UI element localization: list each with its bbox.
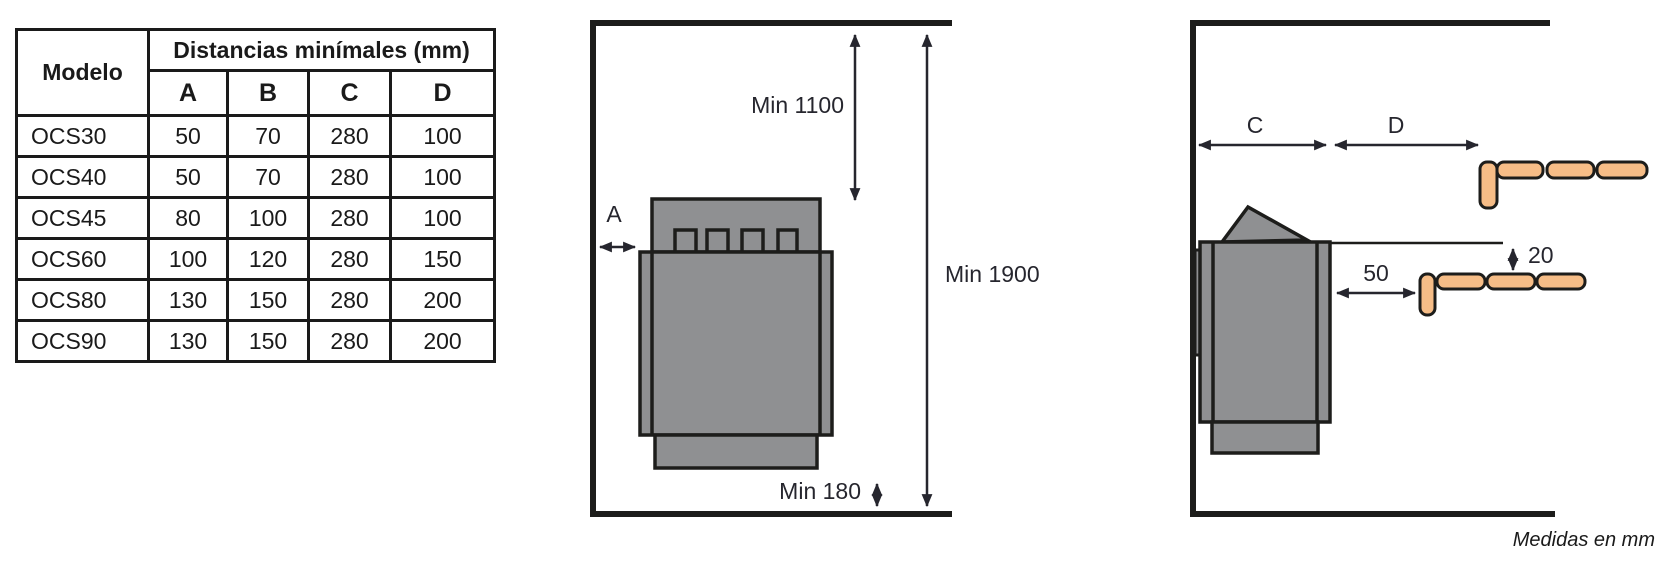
bench-distance-label: D: [1388, 112, 1405, 138]
cell-c: 280: [307, 114, 392, 158]
upper-bench-slat: [1545, 160, 1596, 180]
cell-model: OCS40: [15, 155, 150, 199]
heater-knob: [673, 228, 698, 254]
heater-rocks: [1218, 204, 1314, 244]
cell-b: 70: [226, 155, 310, 199]
heater-knob: [740, 228, 765, 254]
front-view-diagram: Min 1100 Min 1900 Min 180 A: [590, 20, 1040, 517]
cell-a: 130: [147, 278, 229, 322]
cell-c: 280: [307, 319, 392, 363]
cell-b: 100: [226, 196, 310, 240]
units-note: Medidas en mm: [1512, 529, 1655, 551]
cell-a: 50: [147, 114, 229, 158]
floor-line: [590, 511, 952, 517]
cell-model: OCS30: [15, 114, 150, 158]
cell-c: 280: [307, 196, 392, 240]
side-view-diagram: C D 20 50: [1190, 20, 1649, 517]
cell-d: 200: [389, 319, 496, 363]
upper-bench-slat: [1595, 160, 1649, 180]
cell-model: OCS60: [15, 237, 150, 281]
cell-a: 80: [147, 196, 229, 240]
lower-bench-slat: [1485, 272, 1537, 291]
table-row: OCS90 130 150 280 200: [15, 319, 496, 363]
left-wall: [590, 20, 596, 517]
header-col-d: D: [389, 69, 496, 117]
cell-d: 200: [389, 278, 496, 322]
heater-stand: [1210, 420, 1320, 455]
header-col-a: A: [147, 69, 229, 117]
upper-bench-leg: [1478, 160, 1499, 210]
heater-stand: [653, 433, 819, 470]
side-clearance-label: A: [606, 201, 622, 227]
cell-d: 150: [389, 237, 496, 281]
wall-distance-label: C: [1247, 112, 1264, 138]
cell-model: OCS80: [15, 278, 150, 322]
cell-b: 70: [226, 114, 310, 158]
cell-c: 280: [307, 278, 392, 322]
cell-d: 100: [389, 114, 496, 158]
floor-clearance-label: Min 180: [779, 478, 861, 504]
table-header-row-1: Modelo Distancias minímales (mm): [15, 28, 496, 117]
cell-a: 100: [147, 237, 229, 281]
table-row: OCS30 50 70 280 100: [15, 114, 496, 158]
header-model: Modelo: [15, 28, 150, 117]
cell-a: 130: [147, 319, 229, 363]
lower-bench-leg: [1418, 272, 1437, 317]
cell-d: 100: [389, 196, 496, 240]
floor-line: [1190, 511, 1555, 517]
header-col-b: B: [226, 69, 310, 117]
heater-body: [638, 250, 834, 437]
cell-b: 150: [226, 319, 310, 363]
heater-knob: [705, 228, 730, 254]
ceiling-wall: [590, 20, 952, 26]
heater-body: [1198, 240, 1332, 424]
table-row: OCS45 80 100 280 100: [15, 196, 496, 240]
upper-bench-slat: [1495, 160, 1545, 180]
cell-d: 100: [389, 155, 496, 199]
lower-bench-slat: [1435, 272, 1487, 291]
cell-a: 50: [147, 155, 229, 199]
table-row: OCS80 130 150 280 200: [15, 278, 496, 322]
lower-bench-slat: [1535, 272, 1587, 291]
top-clearance-label: Min 1100: [751, 92, 844, 118]
ceiling-height-label: Min 1900: [945, 261, 1040, 287]
distances-table: Modelo Distancias minímales (mm) A B C D…: [15, 28, 496, 363]
cell-model: OCS90: [15, 319, 150, 363]
table-row: OCS60 100 120 280 150: [15, 237, 496, 281]
bench-top-offset-label: 20: [1528, 242, 1554, 268]
cell-c: 280: [307, 237, 392, 281]
cell-b: 150: [226, 278, 310, 322]
bench-side-gap-label: 50: [1363, 260, 1389, 286]
ceiling-wall: [1190, 20, 1550, 26]
table-row: OCS40 50 70 280 100: [15, 155, 496, 199]
cell-model: OCS45: [15, 196, 150, 240]
header-group: Distancias minímales (mm): [147, 28, 496, 72]
table-header-row-2: A B C D: [17, 69, 496, 117]
cell-c: 280: [307, 155, 392, 199]
cell-b: 120: [226, 237, 310, 281]
header-col-c: C: [307, 69, 392, 117]
left-wall: [1190, 20, 1196, 517]
heater-knob: [776, 228, 799, 254]
